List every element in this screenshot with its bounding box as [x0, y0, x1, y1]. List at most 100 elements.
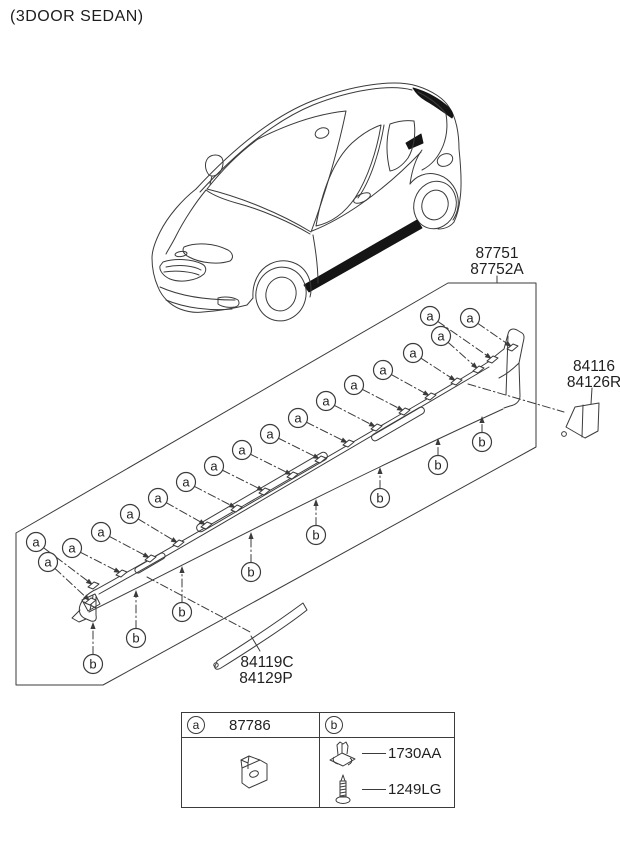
- part-label-87751: 87751: [475, 245, 518, 262]
- part-label-84126R: 84126R: [567, 374, 620, 391]
- callout-arrowhead: [228, 502, 236, 508]
- callout-letter-a: a: [350, 378, 358, 393]
- callout-circle-b: [305, 524, 327, 546]
- callout-letter-a: a: [154, 491, 162, 506]
- sill-clip-tab: [87, 581, 100, 590]
- sill-crease-line: [98, 366, 490, 595]
- callout-arrowhead: [368, 421, 376, 427]
- callout-leader: [437, 320, 488, 357]
- callout-letter-b: b: [89, 657, 96, 672]
- sill-clip-tab: [286, 471, 299, 480]
- callout-circle-a: [343, 374, 365, 396]
- callout-letter-a: a: [97, 525, 105, 540]
- callout-arrowhead: [448, 375, 456, 381]
- car-side-sill-highlight: [303, 219, 423, 293]
- callout-circle-a: [430, 325, 452, 347]
- car-right-mirror: [314, 127, 330, 139]
- tape-strip-tip: [213, 662, 219, 668]
- page-title: (3DOOR SEDAN): [10, 8, 144, 25]
- callout-arrowhead: [312, 453, 320, 459]
- callout-leader: [165, 502, 202, 523]
- callout-leader: [477, 322, 508, 345]
- callout-circle-b: [427, 454, 449, 476]
- callout-circle-a: [287, 407, 309, 429]
- callout-circle-b: [82, 653, 104, 675]
- sill-clip-tab: [342, 439, 355, 448]
- callout-arrowhead: [256, 485, 264, 491]
- callout-arrowhead: [504, 340, 512, 347]
- rear-pad-drawing: [467, 383, 600, 439]
- car-door-window: [315, 124, 382, 227]
- callout-leader: [305, 421, 344, 441]
- callout-arrowhead: [471, 362, 478, 369]
- sill-clip-tab: [450, 377, 463, 386]
- callout-arrowhead: [435, 438, 441, 445]
- legend-header-b: b: [320, 713, 454, 738]
- callout-leader: [108, 535, 146, 556]
- car-hood-edge: [165, 189, 207, 255]
- car-rear-wheel-rim: [421, 189, 449, 221]
- legend-header-a: a 87786: [182, 713, 320, 738]
- sill-recess-short: [371, 406, 425, 442]
- callout-letter-a: a: [409, 346, 417, 361]
- car-beltline: [311, 151, 422, 232]
- callout-circle-b: [369, 487, 391, 509]
- rear-pad-tip: [561, 431, 567, 437]
- car-b-pillar: [357, 124, 385, 199]
- legend-body-b: 1730AA 1249LG: [320, 738, 454, 807]
- callout-letter-b: b: [247, 565, 254, 580]
- part-label-87752A: 87752A: [470, 261, 524, 278]
- callout-letter-a: a: [126, 507, 134, 522]
- sill-clip-tab: [200, 521, 213, 530]
- callout-leader: [221, 469, 260, 489]
- callout-circle-a: [259, 423, 281, 445]
- callout-circle-b: [171, 601, 193, 623]
- retainer-clip-icon: [240, 755, 267, 788]
- callout-letter-a: a: [437, 329, 445, 344]
- callout-arrowhead: [83, 594, 90, 601]
- callout-leader: [79, 551, 117, 571]
- screw-row: 1249LG: [326, 773, 441, 807]
- callout-arrowhead: [248, 532, 254, 539]
- callout-leader: [249, 453, 288, 473]
- sill-clip-tab: [472, 365, 485, 374]
- car-fuel-door: [436, 153, 454, 167]
- car-c-pillar: [421, 113, 448, 171]
- callout-letter-a: a: [266, 427, 274, 442]
- callout-letter-a: a: [182, 475, 190, 490]
- callout-leader: [361, 388, 400, 409]
- callout-letter-b: b: [178, 605, 185, 620]
- callout-circle-a: [119, 503, 141, 525]
- part-label-84119C: 84119C: [240, 654, 293, 671]
- sill-clip-tab: [314, 455, 327, 464]
- sill-clip-tab: [370, 423, 383, 432]
- callout-circle-b: [240, 561, 262, 583]
- sill-clip-tab: [115, 569, 128, 578]
- car-rear-wheel: [413, 180, 457, 230]
- callout-arrowhead: [142, 552, 150, 558]
- sill-clip-tab: [486, 355, 499, 364]
- screw-icon: [335, 774, 351, 804]
- callout-arrowhead: [170, 537, 178, 543]
- callout-letter-a: a: [68, 541, 76, 556]
- car-headlight: [182, 243, 233, 264]
- sill-clip-tab: [258, 487, 271, 496]
- rear-pad-locator-line: [467, 383, 565, 413]
- callout-leader: [137, 518, 174, 541]
- callout-letter-b: b: [478, 435, 485, 450]
- car-rear-bumper-bottom: [437, 221, 455, 230]
- car-rear-fender-line: [409, 149, 423, 185]
- grommet-row: 1730AA: [326, 739, 441, 769]
- tape-strip-shape: [214, 602, 308, 670]
- legend-part-87786: 87786: [229, 716, 271, 734]
- callout-leader: [390, 374, 426, 394]
- legend-letter-a: a: [187, 716, 205, 734]
- tape-strip-locator-line: [146, 576, 253, 634]
- callout-letter-a: a: [322, 394, 330, 409]
- callout-circle-a: [459, 307, 481, 329]
- sill-clip-tab: [144, 554, 157, 563]
- car-illustration: [151, 82, 462, 322]
- car-front-wheel-arch: [252, 260, 312, 299]
- legend-part-1730AA: 1730AA: [388, 745, 442, 762]
